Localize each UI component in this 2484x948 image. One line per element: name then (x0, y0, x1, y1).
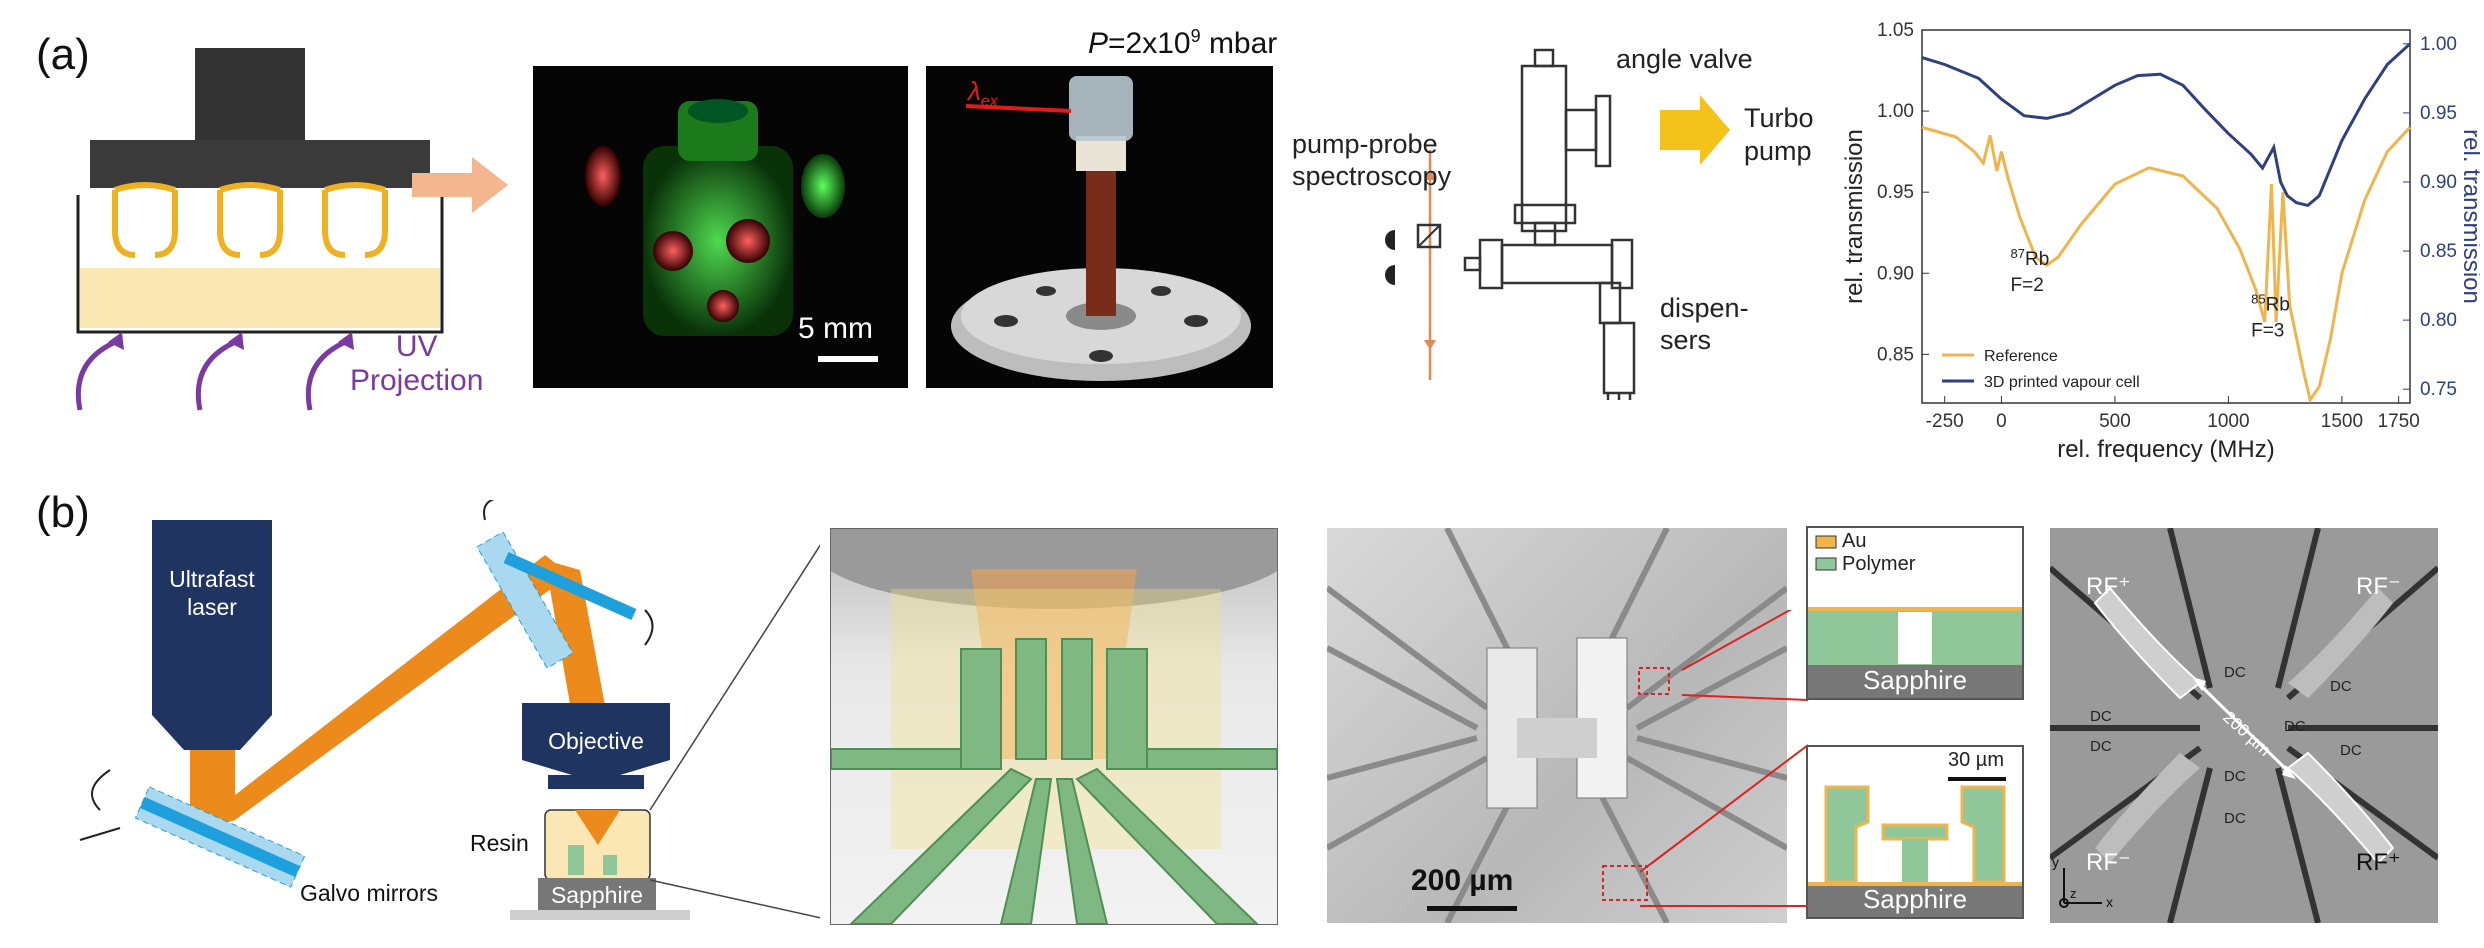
sapphire-substrate (538, 878, 656, 910)
resin-label: Resin (470, 830, 529, 856)
axis-y-label: y (2052, 854, 2059, 870)
turbo-pump-label: Turbo pump (1744, 103, 1814, 166)
focus-cone (575, 810, 620, 845)
dc-5: DC (2090, 738, 2112, 755)
galvo-mirror-1 (134, 786, 306, 888)
y2-tick-label: 0.75 (2420, 379, 2457, 400)
zoom-lines (1640, 610, 1809, 907)
x-tick-label: 0 (1996, 411, 2007, 432)
annotation-level: F=2 (2011, 275, 2044, 296)
laser-label: Ultrafast laser (169, 566, 255, 620)
x-axis-label: rel. frequency (MHz) (2057, 436, 2274, 463)
dc-4: DC (2284, 718, 2306, 735)
y-tick-label: 1.00 (1877, 101, 1914, 122)
y-tick-label: 0.95 (1877, 182, 1914, 203)
resin-vat-fill (80, 268, 440, 328)
photodiode-1 (1385, 230, 1395, 250)
dc-6: DC (2340, 742, 2362, 759)
trap-sem-image: RF⁺ RF⁻ RF⁻ RF⁺ DC DC DC DC DC DC DC DC … (2050, 528, 2438, 923)
y2-axis-label: rel. transmission (2458, 129, 2480, 304)
annotation-level: F=3 (2251, 321, 2284, 342)
process-arrow (412, 157, 508, 213)
printed-parts (112, 182, 388, 258)
dc-3: DC (2330, 678, 2352, 695)
x-tick-label: 1000 (2207, 411, 2249, 432)
legend-entry: 3D printed vapour cell (1984, 374, 2140, 391)
y-axis-label: rel. transmission (1841, 129, 1868, 304)
transmission-chart: -250 0 500 1000 1500 1750 0.85 0.90 0.95 1.00 1.05… (1841, 20, 2480, 463)
beam-segment-2 (190, 555, 570, 830)
uv-projection-label: UV Projection (350, 330, 484, 397)
sapphire-top-label: Sapphire (1862, 665, 1968, 695)
annotation-label: 87Rb (2011, 246, 2050, 271)
resin-vat-outline (76, 195, 444, 334)
plot-frame (1921, 29, 2411, 404)
panel-a-label: (a) (36, 30, 90, 79)
rf-minus-bottom: RF⁻ (2086, 849, 2131, 876)
cross-section-scalebar: 30 µm (1948, 749, 2004, 771)
printer-schematic (75, 48, 444, 411)
y-tick-label: 0.90 (1877, 263, 1914, 284)
pressure-label: P=2x109 mbar (1088, 26, 1278, 60)
cross-section-bottom: 30 µm Sapphire (1806, 745, 2024, 919)
uv-arrows (75, 337, 351, 411)
y-tick-label: 1.05 (1877, 20, 1914, 41)
axis-z-label: z (2070, 886, 2077, 901)
pump-probe-label: pump-probe spectroscopy (1292, 129, 1452, 191)
dc-2: DC (2090, 708, 2112, 725)
printer-head-plate (90, 140, 430, 188)
objective-body (522, 703, 670, 775)
y2-tick-label: 0.85 (2420, 241, 2457, 262)
y2-tick-label: 0.95 (2420, 103, 2457, 124)
dispensers-label: dispen- sers (1660, 293, 1749, 355)
x-tick-label: -250 (1926, 411, 1964, 432)
printer-head-stem (195, 48, 305, 148)
sapphire-bottom-label: Sapphire (1862, 884, 1968, 914)
sem-scalebar-label: 200 µm (1411, 864, 1514, 897)
rf-plus-top: RF⁺ (2086, 573, 2131, 600)
galvo-mirror-2 (476, 531, 637, 669)
objective-label: Objective (548, 728, 644, 754)
y2-tick-label: 0.90 (2420, 172, 2457, 193)
vapour-cell-photo: λex (926, 66, 1273, 388)
series-line (1921, 42, 2412, 208)
fluorescence-photo: 5 mm (533, 66, 908, 388)
x-tick-label: 1500 (2321, 411, 2363, 432)
laser-body (152, 520, 272, 715)
setup-schematic (1385, 48, 1730, 400)
sem-image: 200 µm (1327, 528, 1787, 923)
trap-render (830, 528, 1278, 925)
beam-splitter (1416, 223, 1442, 249)
cross-section-top: Au Polymer Sapphire (1806, 526, 2024, 700)
legend-au: Au (1842, 530, 1867, 552)
axis-x-label: x (2106, 894, 2113, 910)
angle-valve-label: angle valve (1616, 44, 1753, 74)
dc-7: DC (2224, 768, 2246, 785)
rf-plus-bottom: RF⁺ (2356, 849, 2401, 876)
x-tick-label: 1750 (2378, 411, 2420, 432)
y2-tick-label: 0.80 (2420, 310, 2457, 331)
rf-minus-top: RF⁻ (2356, 573, 2401, 600)
dc-1: DC (2224, 664, 2246, 681)
panel-b-label: (b) (36, 488, 90, 537)
x-tick-label: 500 (2099, 411, 2131, 432)
legend-polymer: Polymer (1842, 553, 1916, 575)
series-line (1921, 125, 2412, 404)
y2-tick-label: 1.00 (2420, 34, 2457, 55)
excitation-label: λex (968, 76, 998, 111)
y-tick-label: 0.85 (1877, 344, 1914, 365)
turbo-arrow (1660, 95, 1730, 165)
photo-scalebar-label: 5 mm (798, 312, 873, 345)
photodiode-2 (1385, 265, 1395, 285)
legend-entry: Reference (1984, 348, 2058, 365)
annotation-label: 85Rb (2251, 291, 2290, 316)
laser-writing-schematic (79, 500, 820, 920)
galvo-mirrors-label: Galvo mirrors (300, 880, 439, 906)
dc-8: DC (2224, 810, 2246, 827)
sapphire-label: Sapphire (550, 882, 644, 908)
